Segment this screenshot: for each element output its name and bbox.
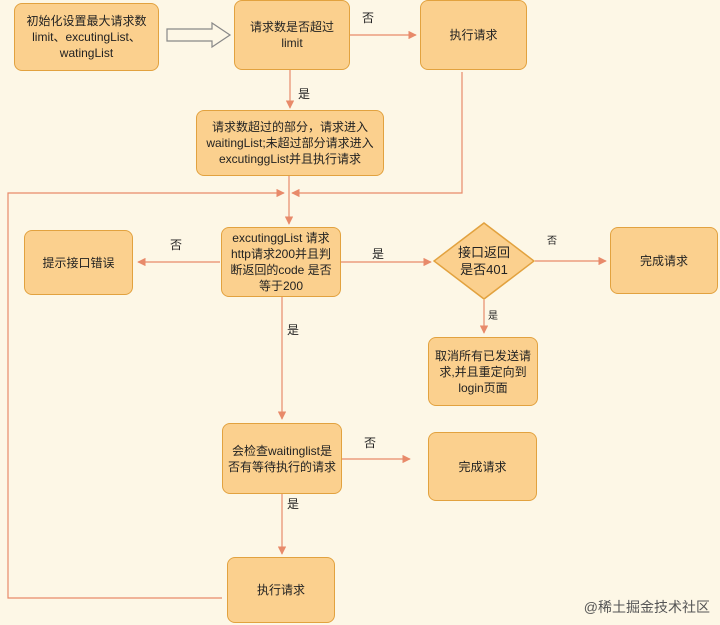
edge-init-to-check-limit (166, 21, 232, 49)
node-overflow: 请求数超过的部分，请求进入 waitingList;未超过部分请求进入 excu… (196, 110, 384, 176)
node-check-waiting: 会检查waitinglist是 否有等待执行的请求 (222, 423, 342, 494)
node-execute-top: 执行请求 (420, 0, 527, 70)
label-c200-yes-right: 是 (372, 247, 385, 261)
node-complete-mid: 完成请求 (428, 432, 537, 501)
label-waiting-yes: 是 (287, 497, 300, 511)
node-complete-top: 完成请求 (610, 227, 718, 294)
label-c200-no: 否 (170, 238, 183, 252)
node-check-limit: 请求数是否超过 limit (234, 0, 350, 70)
watermark: @稀土掘金技术社区 (583, 599, 710, 615)
node-init: 初始化设置最大请求数 limit、excutingList、 watingLis… (14, 3, 159, 71)
node-cancel-redirect: 取消所有已发送请 求,并且重定向到 login页面 (428, 337, 538, 406)
node-check-401-shape (433, 222, 535, 300)
label-c401-no: 否 (547, 236, 557, 247)
node-check-200: excutinggList 请求 http请求200并且判 断返回的code 是… (221, 227, 341, 297)
node-execute-bottom: 执行请求 (227, 557, 335, 623)
node-show-error: 提示接口错误 (24, 230, 133, 295)
label-c200-yes-down: 是 (287, 323, 300, 337)
label-limit-no: 否 (362, 11, 375, 25)
edge-execute-bottom-loop (7, 188, 285, 599)
label-waiting-no: 否 (364, 436, 377, 450)
label-limit-yes: 是 (298, 87, 311, 101)
node-check-401: 接口返回 是否401 (457, 245, 510, 277)
label-c401-yes: 是 (488, 311, 498, 322)
edge-execute-top-return (291, 72, 463, 198)
